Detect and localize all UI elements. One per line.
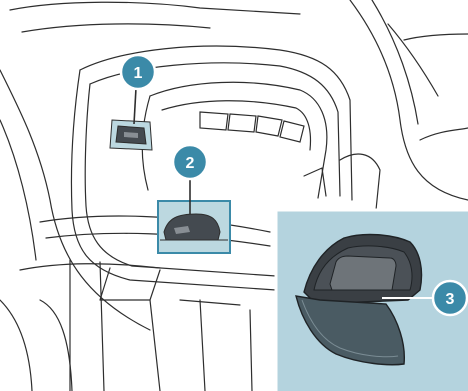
- callout-label-1: 1: [134, 65, 143, 82]
- lower-switch-highlight: [158, 178, 230, 253]
- callout-badge-3: 3: [433, 281, 467, 315]
- detail-switch-face: [330, 256, 396, 290]
- reading-lamp-cells: [200, 112, 304, 142]
- callout-badge-1: 1: [121, 55, 155, 89]
- callout-label-2: 2: [186, 155, 195, 172]
- upper-switch-highlight: [110, 88, 152, 150]
- callout-badge-2: 2: [173, 145, 207, 179]
- callout-label-3: 3: [446, 291, 455, 308]
- callout-1-leader: [134, 88, 136, 124]
